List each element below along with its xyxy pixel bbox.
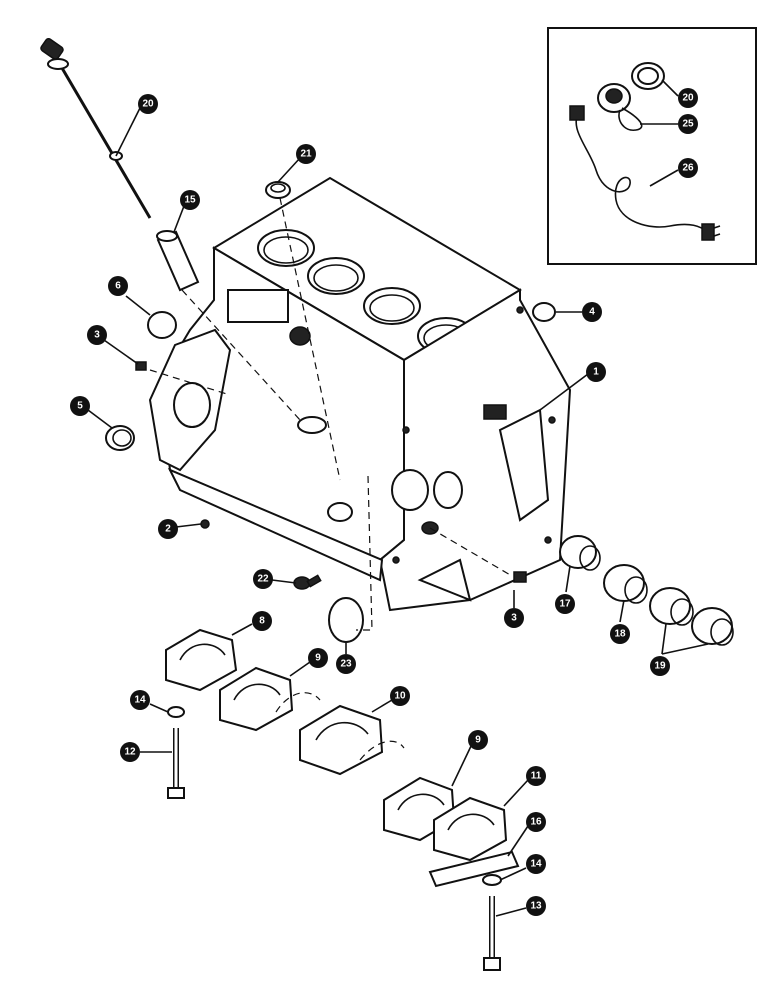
- svg-text:19: 19: [654, 661, 666, 672]
- callout-8: 8: [252, 611, 272, 631]
- svg-text:21: 21: [300, 149, 312, 160]
- callout-19: 19: [650, 656, 670, 676]
- svg-text:20: 20: [682, 93, 694, 104]
- svg-text:3: 3: [94, 330, 100, 341]
- callout-3-left: 3: [87, 325, 107, 345]
- svg-text:12: 12: [124, 747, 136, 758]
- svg-text:1: 1: [593, 367, 599, 378]
- svg-text:6: 6: [115, 281, 121, 292]
- callout-12: 12: [120, 742, 140, 762]
- callout-20-inset: 20: [678, 88, 698, 108]
- callout-3-right: 3: [504, 608, 524, 628]
- callout-5: 5: [70, 396, 90, 416]
- svg-text:20: 20: [142, 99, 154, 110]
- svg-text:18: 18: [614, 629, 626, 640]
- svg-text:5: 5: [77, 401, 83, 412]
- svg-text:10: 10: [394, 691, 406, 702]
- callout-23: 23: [336, 654, 356, 674]
- callout-16: 16: [526, 812, 546, 832]
- cam-bushings: [559, 535, 734, 646]
- callout-9-upper: 9: [308, 648, 328, 668]
- svg-text:9: 9: [315, 653, 321, 664]
- svg-text:23: 23: [340, 659, 352, 670]
- callout-6: 6: [108, 276, 128, 296]
- alignment-lines: [149, 197, 513, 631]
- loose-parts: [105, 181, 556, 643]
- callout-11: 11: [526, 766, 546, 786]
- bearing-caps: [165, 628, 520, 888]
- callout-13: 13: [526, 896, 546, 916]
- svg-text:17: 17: [559, 599, 571, 610]
- svg-text:8: 8: [259, 616, 265, 627]
- callout-4: 4: [582, 302, 602, 322]
- heater-inset: [547, 27, 757, 265]
- svg-text:4: 4: [589, 307, 595, 318]
- svg-text:13: 13: [530, 901, 542, 912]
- svg-text:9: 9: [475, 735, 481, 746]
- svg-text:3: 3: [511, 613, 517, 624]
- leader-lines: [87, 79, 709, 917]
- svg-text:16: 16: [530, 817, 542, 828]
- svg-text:15: 15: [184, 195, 196, 206]
- callout-15: 15: [180, 190, 200, 210]
- callout-26: 26: [678, 158, 698, 178]
- callout-2: 2: [158, 519, 178, 539]
- svg-text:25: 25: [682, 119, 694, 130]
- callout-10: 10: [390, 686, 410, 706]
- svg-text:2: 2: [165, 524, 171, 535]
- callout-9-lower: 9: [468, 730, 488, 750]
- callout-20-dipstick: 20: [138, 94, 158, 114]
- callout-22: 22: [253, 569, 273, 589]
- svg-text:22: 22: [257, 574, 269, 585]
- callout-18: 18: [610, 624, 630, 644]
- bolts: [167, 706, 502, 971]
- svg-text:11: 11: [531, 771, 542, 782]
- callout-14-right: 14: [526, 854, 546, 874]
- cylinder-block: [148, 176, 572, 612]
- callout-14-left: 14: [130, 690, 150, 710]
- callout-21: 21: [296, 144, 316, 164]
- svg-text:26: 26: [682, 163, 694, 174]
- callout-1: 1: [586, 362, 606, 382]
- svg-text:14: 14: [530, 859, 542, 870]
- callout-17: 17: [555, 594, 575, 614]
- callout-25: 25: [678, 114, 698, 134]
- svg-text:14: 14: [134, 695, 146, 706]
- dipstick: [40, 37, 152, 219]
